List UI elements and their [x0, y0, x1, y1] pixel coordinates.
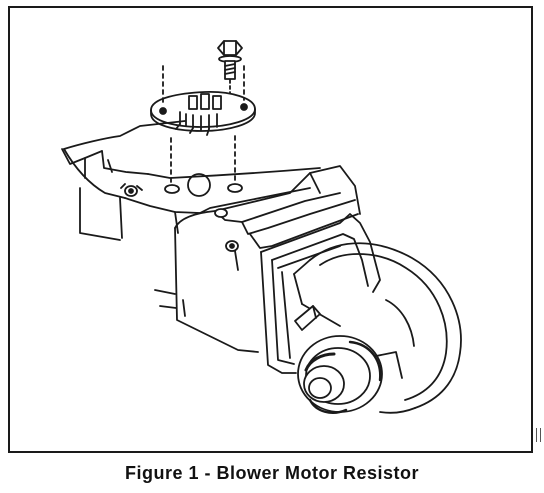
resistor-plate [150, 91, 256, 136]
blower-housing [154, 165, 361, 353]
mounting-bolt [217, 40, 243, 95]
scan-edge-mark [536, 428, 541, 442]
cowl-panel [61, 120, 321, 241]
blower-motor-resistor-illustration [61, 40, 462, 414]
scroll-housing [260, 213, 462, 409]
blower-motor-hub [297, 335, 403, 414]
scroll-outer-curve [379, 299, 416, 414]
figure-caption: Figure 1 - Blower Motor Resistor [124, 463, 420, 483]
alignment-lines [162, 65, 245, 185]
illustration-frame [8, 6, 533, 453]
